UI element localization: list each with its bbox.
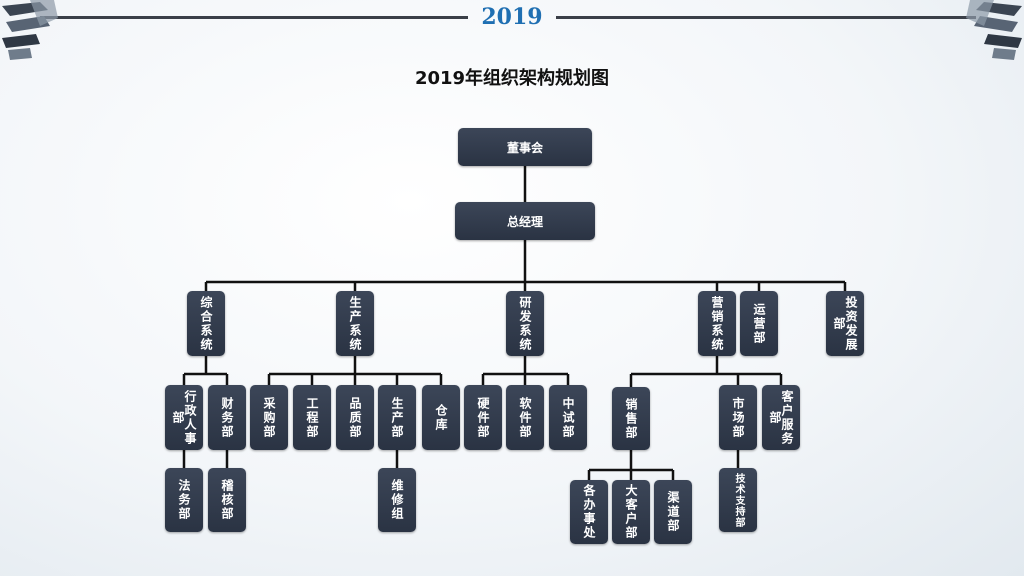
node-investment-development: 投资发展部 [826,291,864,356]
node-purchasing: 采购部 [250,385,288,450]
node-board: 董事会 [458,128,592,166]
node-offices: 各办事处 [570,480,608,544]
header-year: 2019 [481,4,543,30]
header-rule-right [556,16,976,19]
node-audit: 稽核部 [208,468,246,532]
node-customer-service: 客户服务部 [762,385,800,450]
node-sales: 销售部 [612,387,650,450]
chart-title: 2019年组织架构规划图 [414,68,610,89]
node-maintenance: 维修组 [378,468,416,532]
corner-decoration-left [2,0,58,60]
node-quality: 品质部 [336,385,374,450]
node-finance: 财务部 [208,385,246,450]
node-engineering: 工程部 [293,385,331,450]
node-general-system: 综合系统 [187,291,225,356]
node-channels: 渠道部 [654,480,692,544]
node-software: 软件部 [506,385,544,450]
header-rule-left [40,16,468,19]
node-hardware: 硬件部 [464,385,502,450]
corner-decoration-right [966,0,1022,60]
node-general-manager: 总经理 [455,202,595,240]
node-market: 市场部 [719,385,757,450]
node-production-system: 生产系统 [336,291,374,356]
node-key-accounts: 大客户部 [612,480,650,544]
node-legal: 法务部 [165,468,203,532]
node-testing: 中试部 [549,385,587,450]
node-admin-hr: 行政人事部 [165,385,203,450]
node-tech-support: 技术支持部 [719,468,757,532]
node-warehouse: 仓库 [422,385,460,450]
node-marketing-system: 营销系统 [698,291,736,356]
node-rnd-system: 研发系统 [506,291,544,356]
node-production-dept: 生产部 [378,385,416,450]
node-operations: 运营部 [740,291,778,356]
